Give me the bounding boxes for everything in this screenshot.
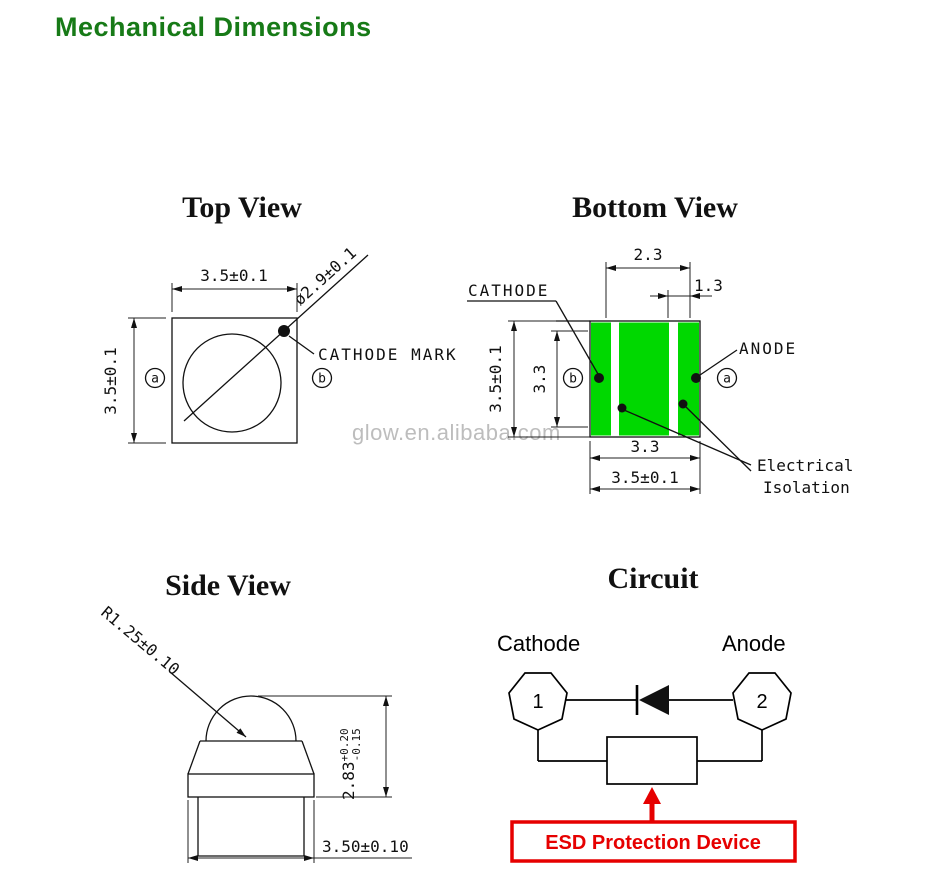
pad-b-label: b [318,372,326,387]
side-height-dim: 2.83+0.20-0.15 [338,728,363,800]
lens-circle [182,333,282,433]
cathode-dot [594,373,604,383]
electrical-isolation-label-1: Electrical [757,456,853,475]
radius-leader [169,671,247,738]
flange [187,773,315,798]
watermark: glow.en.alibaba.com [352,420,561,445]
bottom-width-dim: 3.5±0.1 [611,468,678,487]
page-title: Mechanical Dimensions [55,12,372,42]
anode-dot [691,373,701,383]
side-view-title: Side View [165,569,291,602]
esd-device-box [606,736,698,785]
top-width-dim: 3.5±0.1 [200,266,267,285]
pad-b-circle [562,367,584,389]
pad-a-circle [144,367,166,389]
anode-leader [699,349,738,376]
pin1-heptagon [508,672,568,731]
bottom-view-title: Bottom View [572,191,738,224]
bottom-view: Bottom View CATHODE ANODE 2.3 1.3 [467,191,853,497]
circuit-cathode-label: Cathode [497,631,580,656]
pin2-number: 2 [756,691,767,713]
lens-diameter-line [183,254,369,422]
cathode-leader [555,300,599,375]
pin2-heptagon [732,672,792,731]
top-view: Top View ø2.9±0.1 CATHODE MARK 3.5±0.1 3… [101,191,458,444]
radius-dim: R1.25±0.10 [97,603,183,679]
esd-label-box [510,820,797,863]
top-view-title: Top View [182,191,302,224]
inner-width-dim: 3.3 [631,437,660,456]
circuit-title: Circuit [607,562,698,595]
pad-a-label: a [151,372,159,387]
pad-b-circle [311,367,333,389]
cathode-mark-label: CATHODE MARK [318,345,458,364]
side-width-dim: 3.50±0.10 [322,837,409,856]
esd-label: ESD Protection Device [545,832,761,854]
side-view: Side View R1.25±0.10 2.83+0.20-0.15 3.50… [97,569,412,863]
pad-a-label: a [723,372,731,387]
top-height-dim: 3.5±0.1 [101,347,120,414]
electrical-isolation-label-2: Isolation [763,478,850,497]
cathode-label: CATHODE [468,281,549,300]
cathode-mark-leader [288,335,315,355]
diode-triangle [639,685,669,715]
isolation-leader [623,409,752,466]
inner-height-dim: 3.3 [530,365,549,394]
pad-a-circle [716,367,738,389]
body-slant-left [187,740,201,775]
body-slant-right [301,740,315,775]
bottom-height-dim: 3.5±0.1 [486,345,505,412]
isolation-leader [684,405,752,472]
package-outline [171,317,298,444]
esd-arrow-head [643,787,661,804]
pad-b-label: b [569,372,577,387]
circuit-anode-label: Anode [722,631,786,656]
lens-diameter-label: ø2.9±0.1 [290,243,360,309]
pad-gap-dim: 1.3 [694,276,723,295]
circuit: Circuit Cathode Anode 1 2 ESD Protection… [497,562,797,863]
anode-label: ANODE [739,339,797,358]
pad-pitch-dim: 2.3 [634,245,663,264]
thermal-pad [619,322,669,436]
pin1-number: 1 [532,691,543,713]
lens-dome [205,695,297,742]
